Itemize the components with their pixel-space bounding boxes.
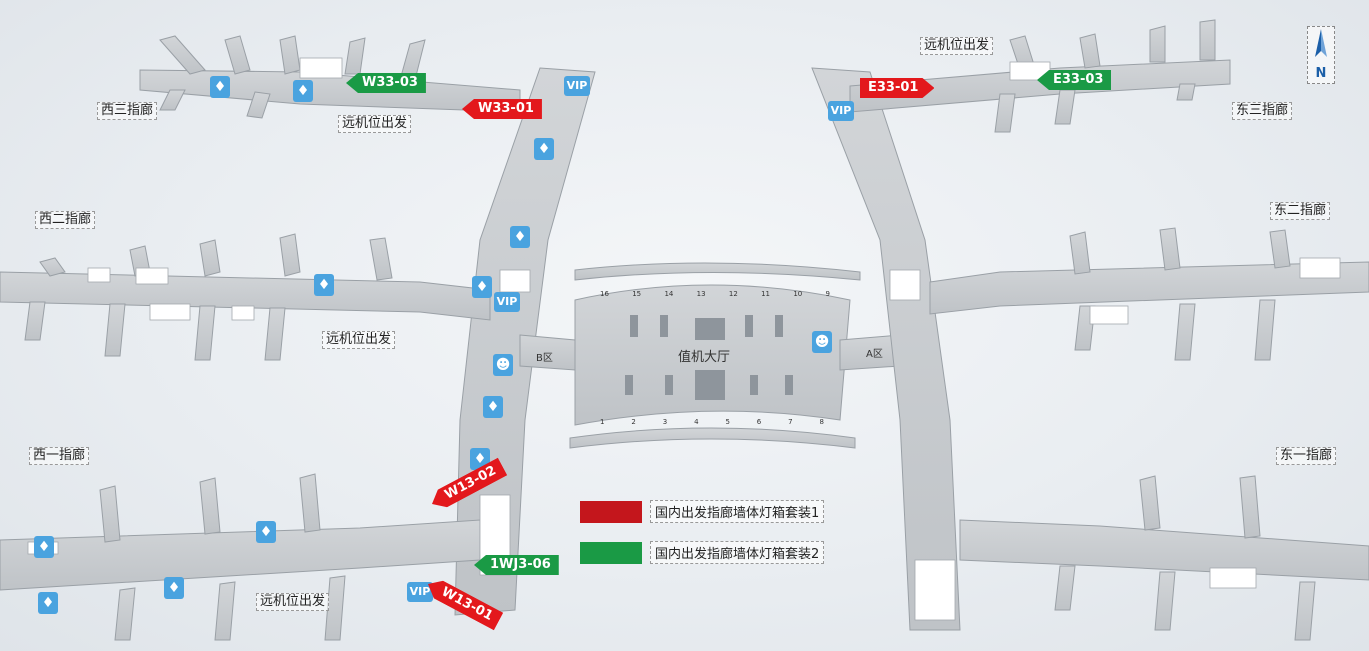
tag-w33-01[interactable]: W33-01 [462, 99, 542, 119]
shop-gift-icon[interactable]: ♦ [38, 592, 58, 614]
label-west1: 西一指廊 [29, 447, 90, 465]
counter-numbers-top: 16 15 14 13 12 11 10 9 [600, 290, 830, 298]
counter-number: 16 [600, 290, 609, 298]
remote-departure-west3: 远机位出发 [338, 115, 412, 133]
counter-number: 1 [600, 418, 605, 426]
person-icon[interactable]: ☻ [812, 331, 832, 353]
tag-e33-01[interactable]: E33-01 [860, 78, 934, 98]
counter-number: 7 [788, 418, 793, 426]
remote-departure-west2: 远机位出发 [322, 331, 396, 349]
vip-icon[interactable]: VIP [564, 76, 590, 96]
east1-corridor [959, 519, 1369, 581]
remote-departure-west1: 远机位出发 [256, 593, 330, 611]
counter-numbers-bottom: 1 2 3 4 5 6 7 8 [600, 418, 824, 426]
checkin-hall-label: 值机大厅 [678, 350, 731, 365]
label-east1: 东一指廊 [1276, 447, 1337, 465]
shop-gift-icon[interactable]: ♦ [256, 521, 276, 543]
vip-icon[interactable]: VIP [494, 292, 520, 312]
legend-label: 国内出发指廊墙体灯箱套装2 [650, 541, 825, 564]
shop-gift-icon[interactable]: ♦ [483, 396, 503, 418]
shop-gift-icon[interactable]: ♦ [210, 76, 230, 98]
shop-gift-icon[interactable]: ♦ [34, 536, 54, 558]
counter-number: 13 [696, 290, 706, 298]
label-east3: 东三指廊 [1232, 102, 1293, 120]
zone-b-label: B区 [536, 353, 553, 364]
label-west2: 西二指廊 [35, 211, 96, 229]
east-spine [811, 67, 961, 631]
counter-number: 15 [632, 290, 642, 298]
counter-number: 8 [819, 418, 824, 426]
west1-corridor [0, 519, 481, 591]
shop-gift-icon[interactable]: ♦ [510, 226, 530, 248]
compass-arrow-icon [1315, 29, 1327, 57]
legend-label: 国内出发指廊墙体灯箱套装1 [650, 500, 825, 523]
zone-a-label: A区 [866, 349, 883, 360]
shop-gift-icon[interactable]: ♦ [293, 80, 313, 102]
shop-gift-icon[interactable]: ♦ [314, 274, 334, 296]
counter-number: 14 [664, 290, 674, 298]
tag-1wj3-06[interactable]: 1WJ3-06 [474, 555, 559, 575]
counter-number: 11 [761, 290, 771, 298]
counter-number: 6 [756, 418, 762, 426]
legend-swatch [580, 500, 642, 523]
counter-number: 12 [728, 290, 738, 298]
label-west3: 西三指廊 [97, 102, 158, 120]
compass-label: N [1315, 66, 1327, 81]
counter-number: 2 [631, 418, 636, 426]
tag-e33-03[interactable]: E33-03 [1037, 70, 1112, 90]
remote-departure-east3: 远机位出发 [920, 37, 994, 55]
counter-number: 5 [725, 418, 730, 426]
vip-icon[interactable]: VIP [828, 101, 854, 121]
person-icon[interactable]: ☻ [493, 354, 513, 376]
shop-gift-icon[interactable]: ♦ [164, 577, 184, 599]
label-east2: 东二指廊 [1270, 202, 1331, 220]
shop-gift-icon[interactable]: ♦ [472, 276, 492, 298]
counter-number: 3 [662, 418, 668, 426]
east2-corridor [929, 261, 1369, 315]
legend-swatch [580, 541, 642, 564]
counter-number: 9 [825, 290, 830, 298]
counter-number: 4 [694, 418, 699, 426]
legend-item: 国内出发指廊墙体灯箱套装1 [580, 500, 825, 523]
tag-w33-03[interactable]: W33-03 [346, 73, 426, 93]
legend-item: 国内出发指廊墙体灯箱套装2 [580, 541, 825, 564]
counter-number: 10 [793, 290, 803, 298]
north-compass: N [1307, 26, 1335, 84]
vip-icon[interactable]: VIP [407, 582, 433, 602]
shop-gift-icon[interactable]: ♦ [534, 138, 554, 160]
west2-corridor [0, 271, 491, 321]
